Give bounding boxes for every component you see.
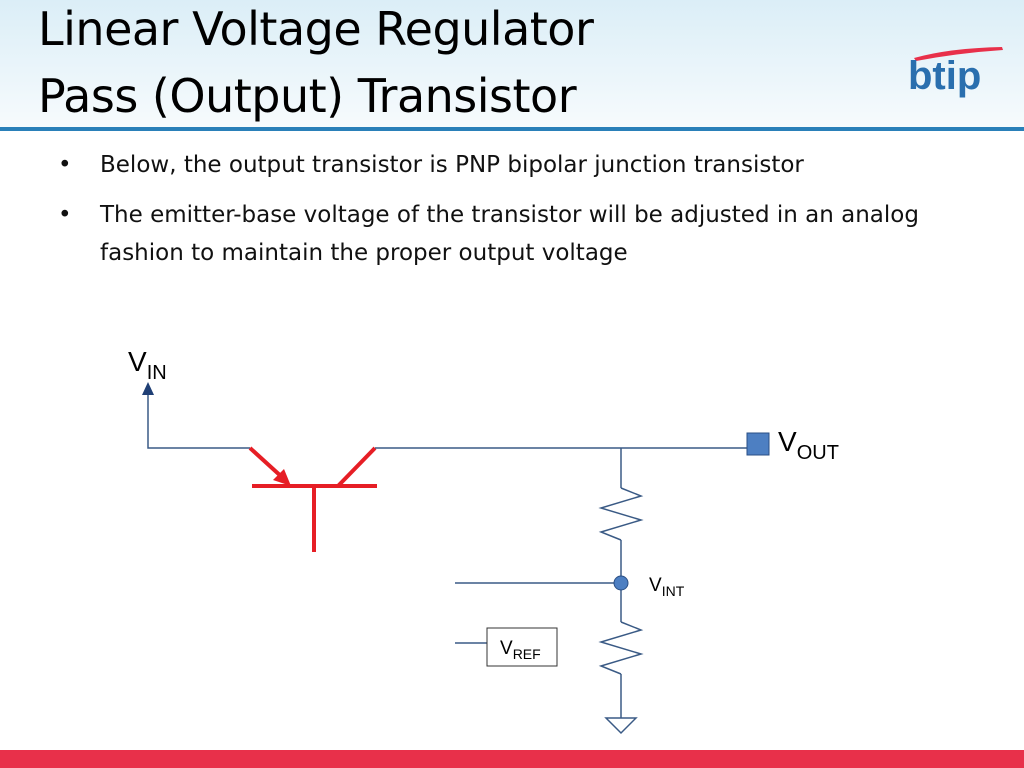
transistor-emitter-lead <box>248 446 285 480</box>
vref-source: VREF <box>455 627 558 667</box>
bottom-accent-bar <box>0 750 1024 768</box>
header-band <box>0 0 1024 128</box>
vin-label: VIN <box>128 346 167 384</box>
ground-icon <box>604 717 638 735</box>
vint-node: VINT <box>455 575 685 599</box>
vref-box <box>486 627 558 667</box>
bullet-text: Below, the output transistor is PNP bipo… <box>100 152 804 178</box>
header-rule <box>0 127 1024 131</box>
vout-output: VOUT <box>375 426 839 464</box>
vout-terminal <box>746 432 770 456</box>
vint-node-dot <box>613 575 629 591</box>
vin-wire <box>147 393 250 449</box>
vout-label: VOUT <box>778 426 839 464</box>
vint-label: VINT <box>649 575 685 599</box>
bullet-list: • Below, the output transistor is PNP bi… <box>58 146 968 284</box>
lower-resistor <box>598 621 644 675</box>
bullet-text: The emitter-base voltage of the transist… <box>100 202 919 266</box>
vin-arrow-icon <box>142 382 154 395</box>
vref-label: VREF <box>500 638 541 662</box>
bullet-item: • Below, the output transistor is PNP bi… <box>58 146 968 184</box>
logo-swoosh <box>914 47 1003 61</box>
bullet-marker: • <box>58 152 72 178</box>
slide-title-line-1: Linear Voltage Regulator <box>38 2 594 56</box>
upper-resistor <box>598 487 644 541</box>
slide-title-line-2: Pass (Output) Transistor <box>38 69 577 123</box>
bullet-item: • The emitter-base voltage of the transi… <box>58 196 968 272</box>
vin-input: VIN <box>128 346 250 449</box>
bullet-marker: • <box>58 202 72 228</box>
transistor-collector-lead <box>336 446 377 488</box>
logo-text: btip <box>908 54 981 98</box>
pnp-transistor <box>248 446 377 552</box>
btip-logo: btip <box>908 47 1003 98</box>
emitter-arrow-icon <box>273 469 291 486</box>
